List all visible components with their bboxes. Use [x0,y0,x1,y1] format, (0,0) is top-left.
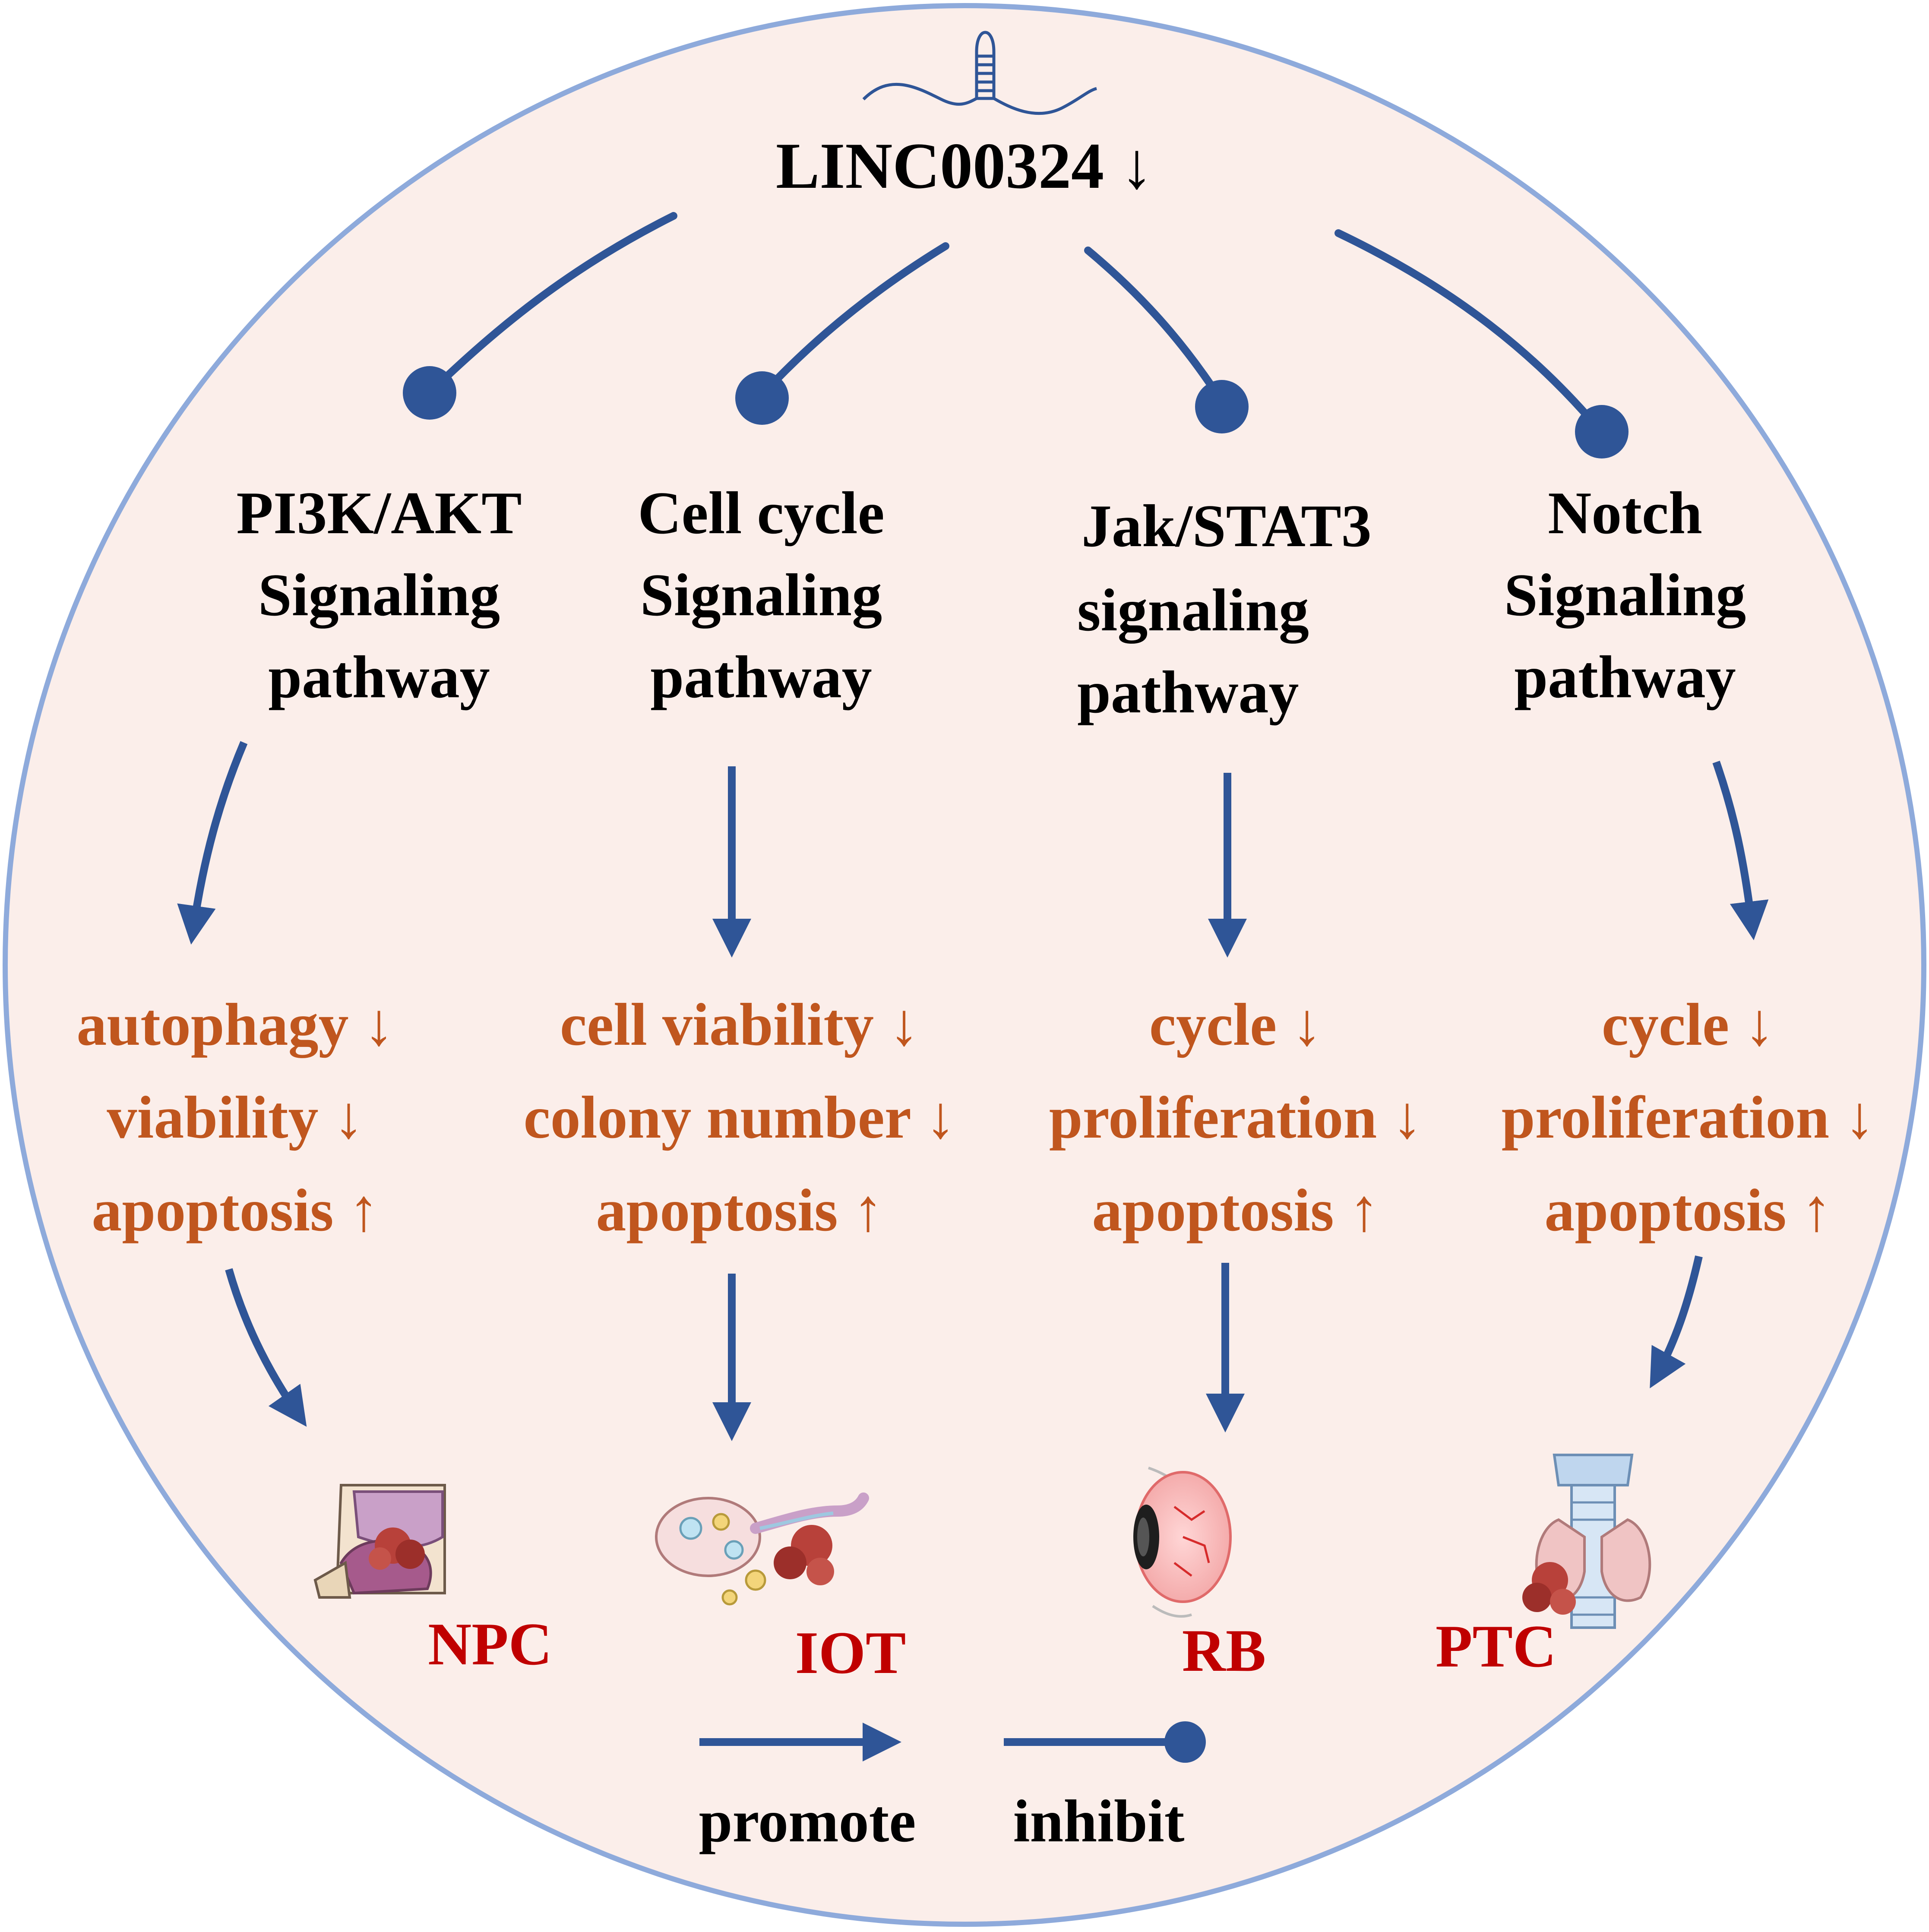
effect-cellcycle-1: cell viability ↓ [560,991,919,1058]
pathway-pi3k-line2: Signaling [258,562,500,629]
inhibit-line-pi3k [428,212,677,395]
disease-labels: NPC IOT RB PTC [428,1611,1556,1686]
arrow-notch-effects [1712,761,1769,940]
pathway-labels: PI3K/AKT Signaling pathway Cell cycle Si… [236,480,1746,726]
effect-pi3k-2: viability ↓ [107,1084,364,1151]
promote-arrows-upper [177,741,1769,958]
effect-notch-3: apoptosis ↑ [1544,1177,1831,1244]
inhibit-dot-notch [1575,405,1629,458]
disease-rb: RB [1182,1617,1266,1684]
effect-jak-1: cycle ↓ [1149,991,1322,1058]
pathway-notch-line3: pathway [1514,644,1736,711]
effect-notch-1: cycle ↓ [1602,991,1774,1058]
arrow-notch-disease [1650,1255,1703,1388]
pathway-notch-line2: Signaling [1504,562,1746,629]
legend-inhibit-label: inhibit [1013,1788,1185,1855]
inhibit-dots [403,366,1629,458]
inhibit-line-notch [1334,229,1601,431]
inhibit-line-cellcycle [756,242,949,401]
pathway-cellcycle-line3: pathway [650,644,872,711]
rna-hairpin-icon [862,31,1097,115]
arrow-pi3k-effects [177,741,248,945]
ovary-illustration [655,1492,869,1606]
pathway-cellcycle-line1: Cell cycle [638,480,884,547]
promote-arrows-lower [225,1255,1703,1441]
effect-cellcycle-3: apoptosis ↑ [596,1177,883,1244]
inhibit-connectors [428,212,1601,431]
inhibit-dot-cellcycle [735,371,789,425]
effect-jak-3: apoptosis ↑ [1092,1177,1379,1244]
pathway-jak-line2: signaling [1077,577,1309,644]
effect-cellcycle-2: colony number ↓ [524,1084,956,1151]
effect-pi3k-3: apoptosis ↑ [92,1177,379,1244]
inhibit-dot-pi3k [403,366,456,420]
background-circle [3,3,1926,1927]
disease-ptc: PTC [1436,1613,1556,1680]
pathway-cellcycle-line2: Signaling [640,562,882,629]
pathway-jak-line1: Jak/STAT3 [1082,493,1372,560]
inhibit-line-jak [1084,247,1226,405]
legend-promote-label: promote [699,1788,916,1855]
inhibit-dot-jak [1195,380,1249,433]
disease-npc: NPC [428,1611,552,1678]
arrow-pi3k-disease [225,1268,307,1427]
legend: promote inhibit [699,1721,1206,1855]
pathway-notch-line1: Notch [1548,480,1702,547]
pathway-pi3k-line1: PI3K/AKT [236,480,522,547]
pathway-jak-line3: pathway [1077,659,1299,726]
nasopharynx-illustration [313,1484,446,1599]
effect-notch-2: proliferation ↓ [1502,1084,1875,1151]
eye-illustration [1133,1467,1232,1618]
disease-iot: IOT [795,1619,906,1686]
title-linc00324: LINC00324 ↓ [776,130,1153,202]
effect-jak-2: proliferation ↓ [1049,1084,1423,1151]
thyroid-illustration [1522,1454,1651,1629]
pathway-pi3k-line3: pathway [268,644,490,711]
effect-labels: autophagy ↓ viability ↓ apoptosis ↑ cell… [76,991,1875,1244]
effect-pi3k-1: autophagy ↓ [76,991,394,1058]
legend-inhibit-dot [1164,1721,1206,1763]
